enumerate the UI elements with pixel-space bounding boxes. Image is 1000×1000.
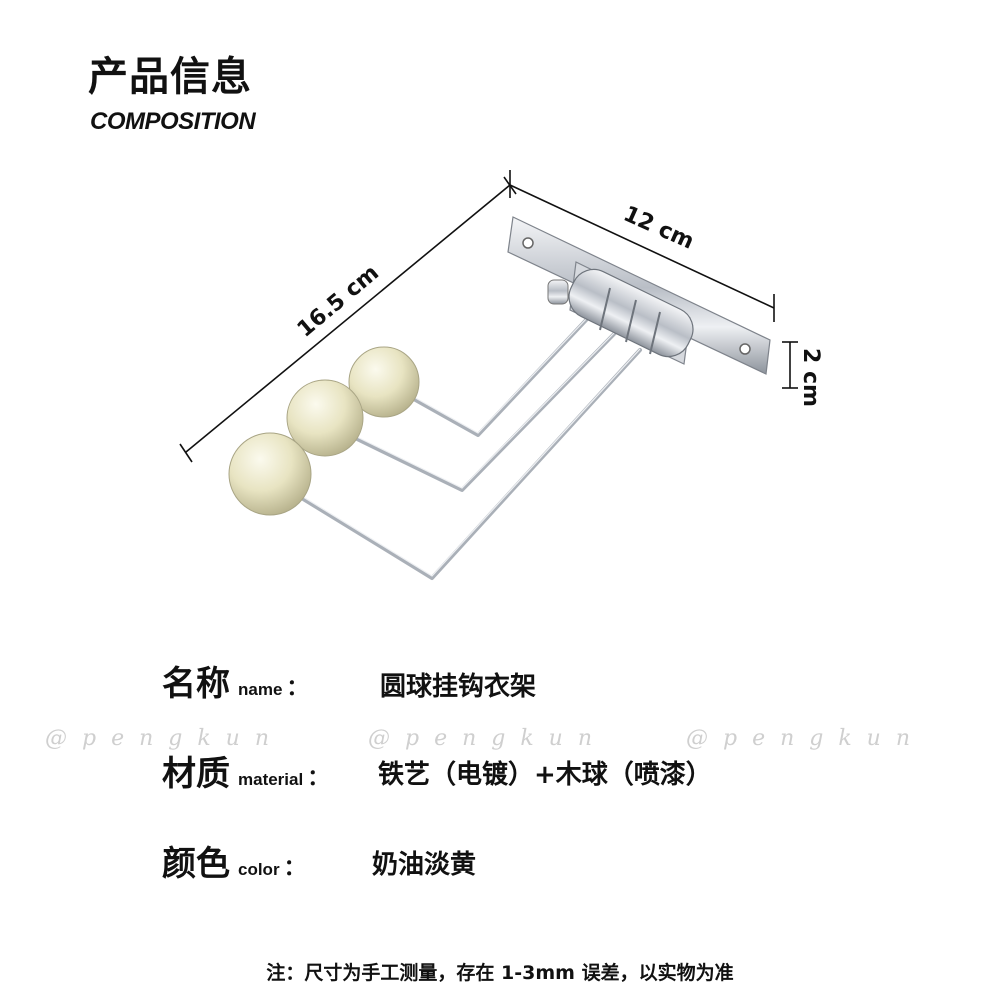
spec-name-value: 圆球挂钩衣架 bbox=[380, 672, 537, 702]
wooden-balls bbox=[228, 346, 420, 516]
watermark: @pengkun bbox=[686, 726, 926, 751]
screw-hole-right bbox=[739, 343, 751, 355]
page-title: 产品信息 bbox=[88, 54, 252, 100]
product-illustration: 16.5 cm 12 cm 2 cm bbox=[179, 170, 823, 580]
spec-name-colon: ： bbox=[286, 676, 309, 701]
spec-material-label-cn: 材质 bbox=[162, 754, 230, 794]
spec-color-label-en: color bbox=[238, 860, 280, 879]
spec-name-label-cn: 名称 bbox=[162, 664, 230, 704]
dimension-width-label: 12 cm bbox=[620, 202, 698, 255]
ball-back bbox=[348, 346, 420, 418]
spec-material-colon: ： bbox=[307, 766, 330, 791]
spec-name-label-en: name bbox=[238, 680, 283, 699]
spec-row-material: 材质 material ： bbox=[162, 746, 329, 796]
ball-front bbox=[228, 432, 312, 516]
spec-row-name: 名称 name ： bbox=[162, 656, 308, 706]
spec-color-colon: ： bbox=[283, 856, 306, 881]
dimension-length-label: 16.5 cm bbox=[293, 261, 384, 343]
screw-hole-left bbox=[522, 237, 534, 249]
hinge-rollers bbox=[568, 268, 694, 358]
spec-color-label-cn: 颜色 bbox=[162, 844, 230, 884]
page-subtitle: COMPOSITION bbox=[90, 108, 256, 135]
spec-color-value: 奶油淡黄 bbox=[372, 850, 477, 880]
spec-material-value: 铁艺（电镀）+木球（喷漆） bbox=[378, 760, 712, 790]
hanger-rods bbox=[298, 316, 642, 580]
ball-middle bbox=[286, 379, 364, 457]
watermark: @pengkun bbox=[45, 726, 285, 751]
measurement-note: 注：尺寸为手工测量，存在 1-3mm 误差，以实物为准 bbox=[266, 962, 734, 984]
dimension-height-label: 2 cm bbox=[798, 348, 823, 407]
watermark: @pengkun bbox=[368, 726, 608, 751]
spec-row-color: 颜色 color ： bbox=[162, 836, 306, 886]
dimension-lines bbox=[179, 170, 798, 463]
spec-material-label-en: material bbox=[238, 770, 304, 789]
